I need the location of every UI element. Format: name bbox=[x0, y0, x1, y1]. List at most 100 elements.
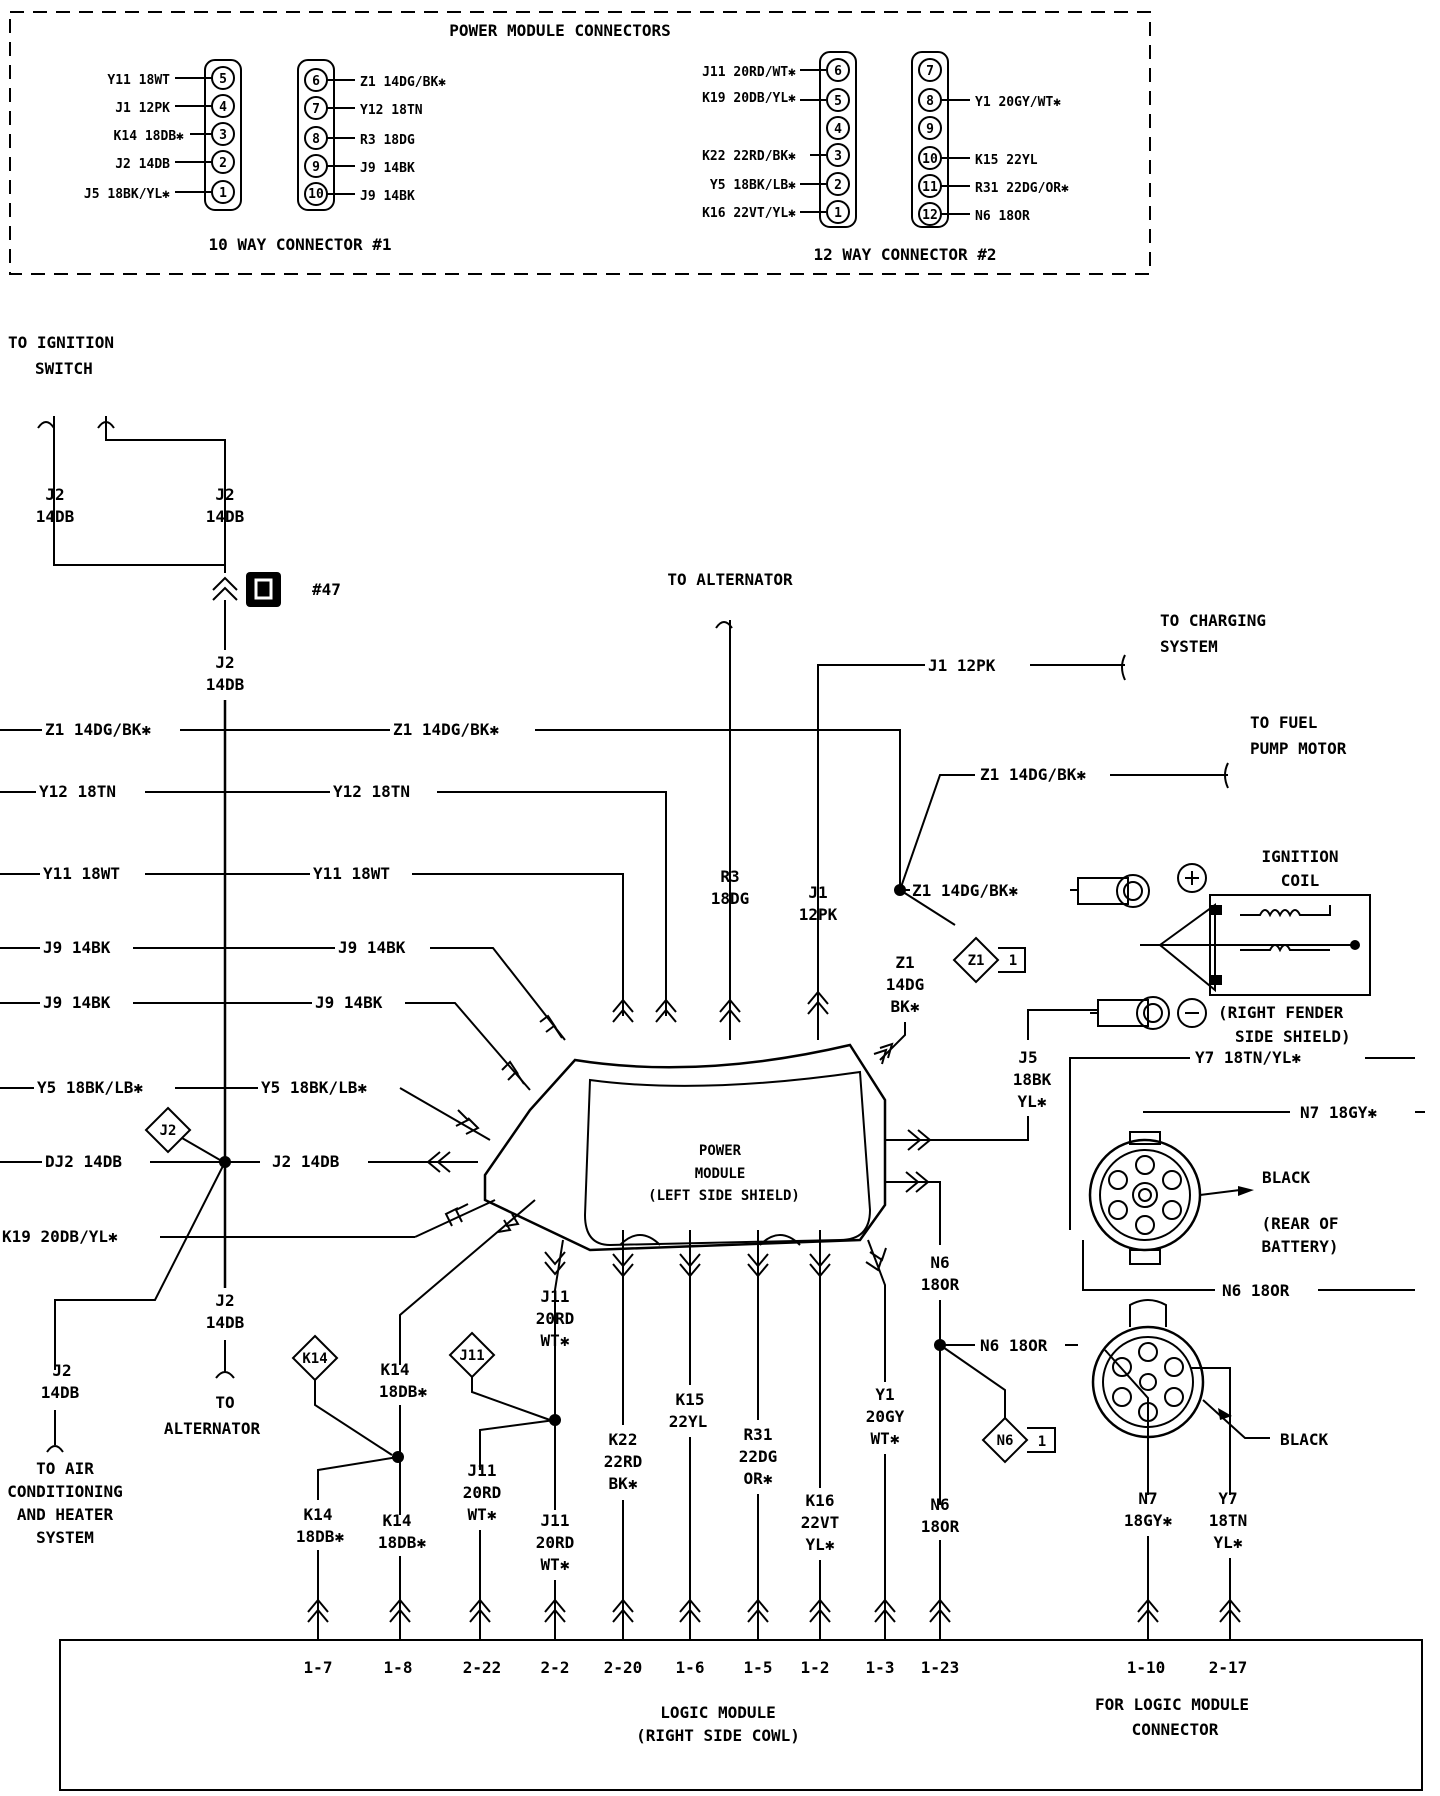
c2-wire-2: Y5 18BK/LB✱ bbox=[710, 178, 796, 193]
battery-loc-label-1: (REAR OF bbox=[1261, 1214, 1338, 1233]
power-module-label-3: (LEFT SIDE SHIELD) bbox=[648, 1188, 800, 1204]
pin-label: 1-7 bbox=[304, 1658, 333, 1677]
svg-text:5: 5 bbox=[834, 94, 842, 109]
pin-label: 1-23 bbox=[921, 1658, 960, 1677]
j2-mid-label-2: 14DB bbox=[206, 675, 245, 694]
c1-pin-1: 1 J5 18BK/YL✱ bbox=[84, 180, 235, 204]
z1-vert-label-1: Z1 bbox=[895, 953, 914, 972]
j5-label-2: 18BK bbox=[1013, 1070, 1052, 1089]
svg-text:N6: N6 bbox=[997, 1433, 1014, 1449]
z1-mid-label: Z1 14DG/BK✱ bbox=[393, 720, 499, 739]
ign-coil-label-2: COIL bbox=[1281, 871, 1320, 890]
c1-pin-3: 3 K14 18DB✱ bbox=[114, 122, 235, 146]
j2-mid-label-1: J2 bbox=[215, 653, 234, 672]
c2-pin-4: 4 bbox=[826, 116, 850, 140]
c2-pin-3: 3 K22 22RD/BK✱ bbox=[702, 143, 850, 167]
k16-label-1: K16 bbox=[806, 1491, 835, 1510]
c2-wire-3: K22 22RD/BK✱ bbox=[702, 149, 796, 164]
j2-h-label: J2 14DB bbox=[272, 1152, 340, 1171]
n7-bot-label-2: 18GY✱ bbox=[1124, 1511, 1173, 1530]
c1-wire-5: Y11 18WT bbox=[107, 73, 170, 88]
svg-text:3: 3 bbox=[834, 149, 842, 164]
j2-low-label-1: J2 bbox=[215, 1291, 234, 1310]
pin-label: 1-6 bbox=[676, 1658, 705, 1677]
svg-text:6: 6 bbox=[834, 64, 842, 79]
c2-wire-11: R31 22DG/OR✱ bbox=[975, 181, 1069, 196]
c1-pin-4: 4 J1 12PK bbox=[115, 94, 235, 118]
k15-label-1: K15 bbox=[676, 1390, 705, 1409]
power-module-label-1: POWER bbox=[699, 1143, 742, 1159]
k22-label-3: BK✱ bbox=[609, 1474, 638, 1493]
y1-label-1: Y1 bbox=[875, 1385, 894, 1404]
c1-pin-5: 5 Y11 18WT bbox=[107, 66, 235, 90]
alternator-bottom-label-1: TO bbox=[215, 1393, 234, 1412]
fender-label-1: (RIGHT FENDER bbox=[1218, 1003, 1344, 1022]
y7-bot-label-3: YL✱ bbox=[1214, 1533, 1243, 1552]
splice-z1: Z1 1 bbox=[899, 889, 1026, 984]
c2-wire-6: J11 20RD/WT✱ bbox=[702, 65, 796, 80]
c1-wire-7: Y12 18TN bbox=[360, 103, 423, 118]
k16-label-2: 22VT bbox=[801, 1513, 840, 1532]
c2-pin-11: 11 R31 22DG/OR✱ bbox=[918, 174, 1069, 198]
charging-label-2: SYSTEM bbox=[1160, 637, 1218, 656]
svg-text:8: 8 bbox=[312, 132, 320, 147]
c1-wire-8: R3 18DG bbox=[360, 133, 415, 148]
n7-top-label: N7 18GY✱ bbox=[1300, 1103, 1377, 1122]
c2-pin-10: 10 K15 22YL bbox=[918, 146, 1038, 170]
c2-pin-1: 1 K16 22VT/YL✱ bbox=[702, 200, 850, 224]
ignition-coil-icon bbox=[1140, 863, 1371, 1028]
air-cond-label-1: TO AIR bbox=[36, 1459, 94, 1478]
j11-upper-label-2: 20RD bbox=[536, 1309, 575, 1328]
svg-text:7: 7 bbox=[926, 64, 934, 79]
c1-wire-9: J9 14BK bbox=[360, 161, 415, 176]
pin-label: 2-17 bbox=[1209, 1658, 1248, 1677]
z1-fuel-label: Z1 14DG/BK✱ bbox=[980, 765, 1086, 784]
c2-pin-7: 7 bbox=[918, 58, 942, 82]
c2-caption: 12 WAY CONNECTOR #2 bbox=[813, 245, 996, 264]
logic-module: 1-7 1-8 2-22 2-2 2-20 1-6 1-5 1-2 1-3 1-… bbox=[59, 1598, 1423, 1791]
k16-label-3: YL✱ bbox=[806, 1535, 835, 1554]
splice-47-ref: #47 bbox=[312, 580, 341, 599]
j1-top-label: J1 12PK bbox=[928, 656, 996, 675]
battery-loc-label-2: BATTERY) bbox=[1261, 1237, 1338, 1256]
power-module-label-2: MODULE bbox=[695, 1166, 746, 1182]
z1-coil-label: Z1 14DG/BK✱ bbox=[912, 881, 1018, 900]
c1-wire-6: Z1 14DG/BK✱ bbox=[360, 75, 446, 90]
svg-text:2: 2 bbox=[834, 178, 842, 193]
j2-ac-label-1: J2 bbox=[52, 1361, 71, 1380]
k15-label-2: 22YL bbox=[669, 1412, 708, 1431]
j11-lower-l-label-3: WT✱ bbox=[468, 1505, 497, 1524]
svg-text:1: 1 bbox=[834, 206, 842, 221]
pin-label: 1-8 bbox=[384, 1658, 413, 1677]
c1-pin-10: 10 J9 14BK bbox=[304, 182, 415, 206]
alternator-bottom-label-2: ALTERNATOR bbox=[164, 1419, 261, 1438]
c1-wire-1: J5 18BK/YL✱ bbox=[84, 187, 170, 202]
air-cond-label-4: SYSTEM bbox=[36, 1528, 94, 1547]
n6-batt-label: N6 18OR bbox=[1222, 1281, 1290, 1300]
fuel-pump-label-2: PUMP MOTOR bbox=[1250, 739, 1347, 758]
power-module: POWER MODULE (LEFT SIDE SHIELD) bbox=[483, 1043, 887, 1252]
r3-label-2: 18DG bbox=[711, 889, 750, 908]
k14-lower-r-label-2: 18DB✱ bbox=[378, 1533, 427, 1552]
c2-wire-12: N6 18OR bbox=[975, 209, 1030, 224]
svg-text:11: 11 bbox=[922, 180, 938, 195]
pin-label: 1-3 bbox=[866, 1658, 895, 1677]
air-cond-label-3: AND HEATER bbox=[17, 1505, 114, 1524]
y1-label-3: WT✱ bbox=[871, 1429, 900, 1448]
svg-text:7: 7 bbox=[312, 102, 320, 117]
c2-wire-10: K15 22YL bbox=[975, 153, 1038, 168]
j2-left-label-1: J2 bbox=[45, 485, 64, 504]
n6-ground-num: 1 bbox=[1038, 1434, 1046, 1450]
svg-text:6: 6 bbox=[312, 74, 320, 89]
c2-wire-1: K16 22VT/YL✱ bbox=[702, 206, 796, 221]
j2-low-label-2: 14DB bbox=[206, 1313, 245, 1332]
fender-label-2: SIDE SHIELD) bbox=[1235, 1027, 1351, 1046]
c2-pin-5: 5 K19 20DB/YL✱ bbox=[702, 88, 850, 112]
svg-text:10: 10 bbox=[922, 152, 938, 167]
y11-mid-label: Y11 18WT bbox=[313, 864, 390, 883]
svg-text:10: 10 bbox=[308, 187, 324, 202]
svg-text:2: 2 bbox=[219, 156, 227, 171]
j2-left-label-2: 14DB bbox=[36, 507, 75, 526]
n6-v1-label-2: 18OR bbox=[921, 1275, 960, 1294]
y7-bot-label-1: Y7 bbox=[1218, 1489, 1237, 1508]
